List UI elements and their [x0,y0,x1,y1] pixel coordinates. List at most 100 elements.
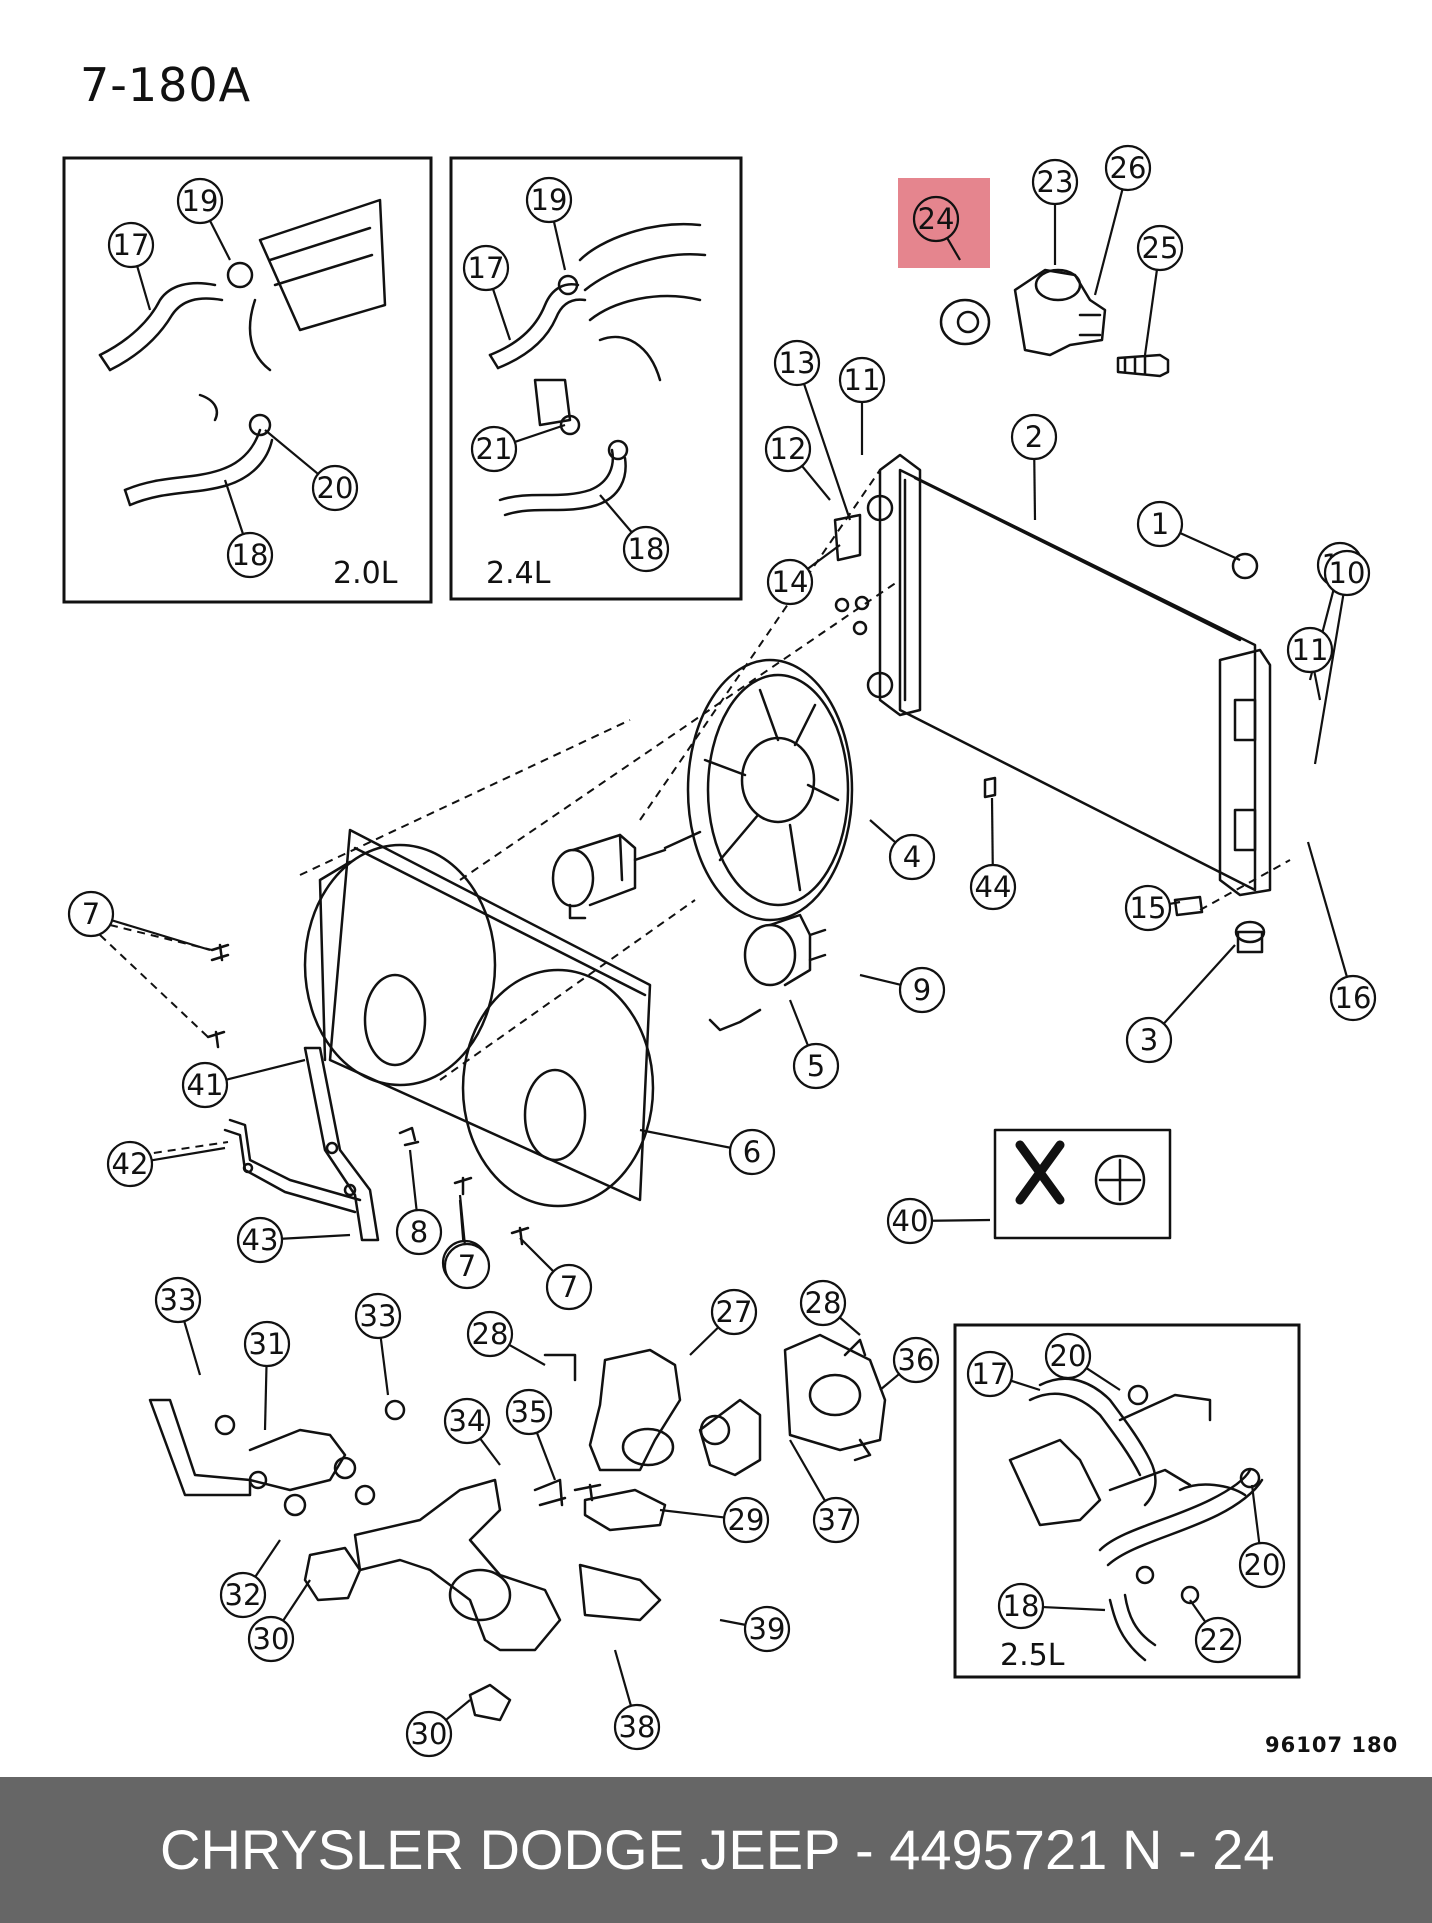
inset-label-2-5l: 2.5L [1000,1638,1065,1673]
callout-part-15-13-leader [1169,900,1181,906]
callout-part-2-7-circle[interactable] [1010,413,1058,461]
diagram-code: 96107 180 [1265,1733,1399,1757]
callout-part-15-13-circle[interactable] [1124,884,1172,932]
callout-part-30-44-circle[interactable] [405,1710,453,1758]
callout-part-16-14-circle[interactable] [1329,974,1377,1022]
callout-part-4-16-label: 4 [903,840,921,874]
callout-part-39-43-leader [719,1618,746,1626]
callout-part-13-4-circle[interactable] [773,339,821,387]
callout-part-42-24-circle[interactable] [106,1140,154,1188]
callout-part-9-20-label: 9 [913,973,931,1007]
callout-part-32-39-circle[interactable] [219,1571,267,1619]
callout-part-39-43-circle[interactable] [743,1605,791,1653]
footer-reference: N - 24 [1122,1818,1275,1881]
callout-part-25-3-circle[interactable] [1136,224,1184,272]
callout-part-3-15-circle[interactable] [1125,1016,1173,1064]
inset1-callout-17-1-circle[interactable] [462,244,510,292]
callout-part-36-36-leader [879,1373,900,1391]
callout-part-7-18-circle[interactable] [67,890,115,938]
callout-part-28-35-circle[interactable] [799,1279,847,1327]
callout-part-11-11-label: 11 [1292,633,1329,667]
inset2-callout-22-4-circle[interactable] [1194,1616,1242,1664]
callout-part-44-17-circle[interactable] [969,863,1017,911]
callout-part-11-5-label: 11 [844,363,881,397]
callout-part-33-32-leader [379,1337,390,1396]
callout-part-32-39-leader [254,1539,281,1578]
callout-part-36-36-label: 36 [898,1343,935,1377]
callout-part-31-31-circle[interactable] [243,1320,291,1368]
callout-part-29-40-label: 29 [728,1503,765,1537]
callout-part-23-1-circle[interactable] [1031,158,1079,206]
callout-part-1-8-circle[interactable] [1136,500,1184,548]
callout-part-34-37-leader [479,1437,501,1466]
callout-part-28-35-leader [838,1316,861,1336]
callout-part-26-2-label: 26 [1110,151,1147,185]
callout-part-33-30-circle[interactable] [154,1276,202,1324]
inset2-callout-18-3-circle[interactable] [997,1582,1045,1630]
callout-part-12-6-circle[interactable] [764,425,812,473]
inset2-callout-17-0-circle[interactable] [966,1350,1014,1398]
callout-part-11-5-circle[interactable] [838,356,886,404]
callout-part-6-23-leader [639,1128,731,1149]
callout-part-10-12-circle[interactable] [1323,549,1371,597]
callout-part-6-23-circle[interactable] [728,1128,776,1176]
callout-part-28-33-leader [508,1343,546,1366]
inset2-callout-18-3-label: 18 [1003,1589,1040,1623]
inset1-callout-18-3-circle[interactable] [622,525,670,573]
callout-part-35-38-circle[interactable] [505,1388,553,1436]
page-title: 7-180A [80,58,252,112]
inset1-callout-18-3-label: 18 [628,532,665,566]
callout-part-28-33-circle[interactable] [466,1310,514,1358]
callout-part-7-18-leader [111,919,211,952]
callout-part-27-34-circle[interactable] [710,1288,758,1336]
callout-part-43-25-circle[interactable] [236,1216,284,1264]
inset0-callout-20-2-circle[interactable] [311,464,359,512]
inset2-callout-20-2-label: 20 [1244,1548,1281,1582]
callout-part-28-33-label: 28 [472,1317,509,1351]
callout-part-33-32-circle[interactable] [354,1292,402,1340]
inset0-callout-18-3-circle[interactable] [226,531,274,579]
callout-part-8-26-circle[interactable] [395,1208,443,1256]
callout-part-30-42-circle[interactable] [247,1615,295,1663]
callout-part-44-17-leader [990,797,994,866]
callout-part-14-9-circle[interactable] [766,558,814,606]
callout-part-5-21-label: 5 [807,1049,825,1083]
callout-part-9-20-circle[interactable] [898,966,946,1014]
callout-part-7-28-circle[interactable] [545,1263,593,1311]
callout-part-29-40-circle[interactable] [722,1496,770,1544]
callout-part-35-38-leader [535,1432,557,1481]
inset-2-5l-drawing [1008,1377,1264,1662]
callout-part-2-7-leader [1033,458,1037,521]
inset1-callout-21-2-circle[interactable] [470,425,518,473]
footer-bar: CHRYSLER DODGE JEEP - 4495721 N - 24 [0,1777,1432,1923]
callout-part-37-41-circle[interactable] [812,1496,860,1544]
callout-part-4-16-circle[interactable] [888,833,936,881]
coolant-pipes [148,1333,887,1722]
inset1-callout-17-1-label: 17 [468,251,505,285]
callout-part-36-36-circle[interactable] [892,1336,940,1384]
inset1-callout-19-0-circle[interactable] [525,176,573,224]
inset2-callout-20-1-circle[interactable] [1044,1332,1092,1380]
callout-part-10-12-label: 10 [1329,556,1366,590]
callout-part-24-0-circle[interactable] [912,195,960,243]
inset2-callout-17-0-label: 17 [972,1357,1009,1391]
radiator [833,453,1272,897]
callout-part-7-27-label: 7 [458,1249,476,1283]
callout-part-7-27-circle[interactable] [443,1242,491,1290]
inset0-callout-17-1-circle[interactable] [107,221,155,269]
callout-part-30-44-leader [445,1699,471,1721]
callout-part-41-22-circle[interactable] [181,1061,229,1109]
callout-part-24-0-label: 24 [918,202,955,236]
inset2-callout-20-2-circle[interactable] [1238,1541,1286,1589]
footer-brand-part: CHRYSLER DODGE JEEP - 4495721 [160,1818,1108,1881]
callout-part-40-29-label: 40 [892,1204,929,1238]
callout-part-13-4-leader [802,383,852,521]
callout-part-38-45-circle[interactable] [613,1703,661,1751]
callout-part-34-37-circle[interactable] [443,1397,491,1445]
callout-part-5-21-circle[interactable] [792,1042,840,1090]
callout-part-26-2-circle[interactable] [1104,144,1152,192]
inset0-callout-19-0-circle[interactable] [176,177,224,225]
callout-part-40-29-circle[interactable] [886,1197,934,1245]
callout-part-15-13-label: 15 [1130,891,1167,925]
callout-part-11-11-circle[interactable] [1286,626,1334,674]
